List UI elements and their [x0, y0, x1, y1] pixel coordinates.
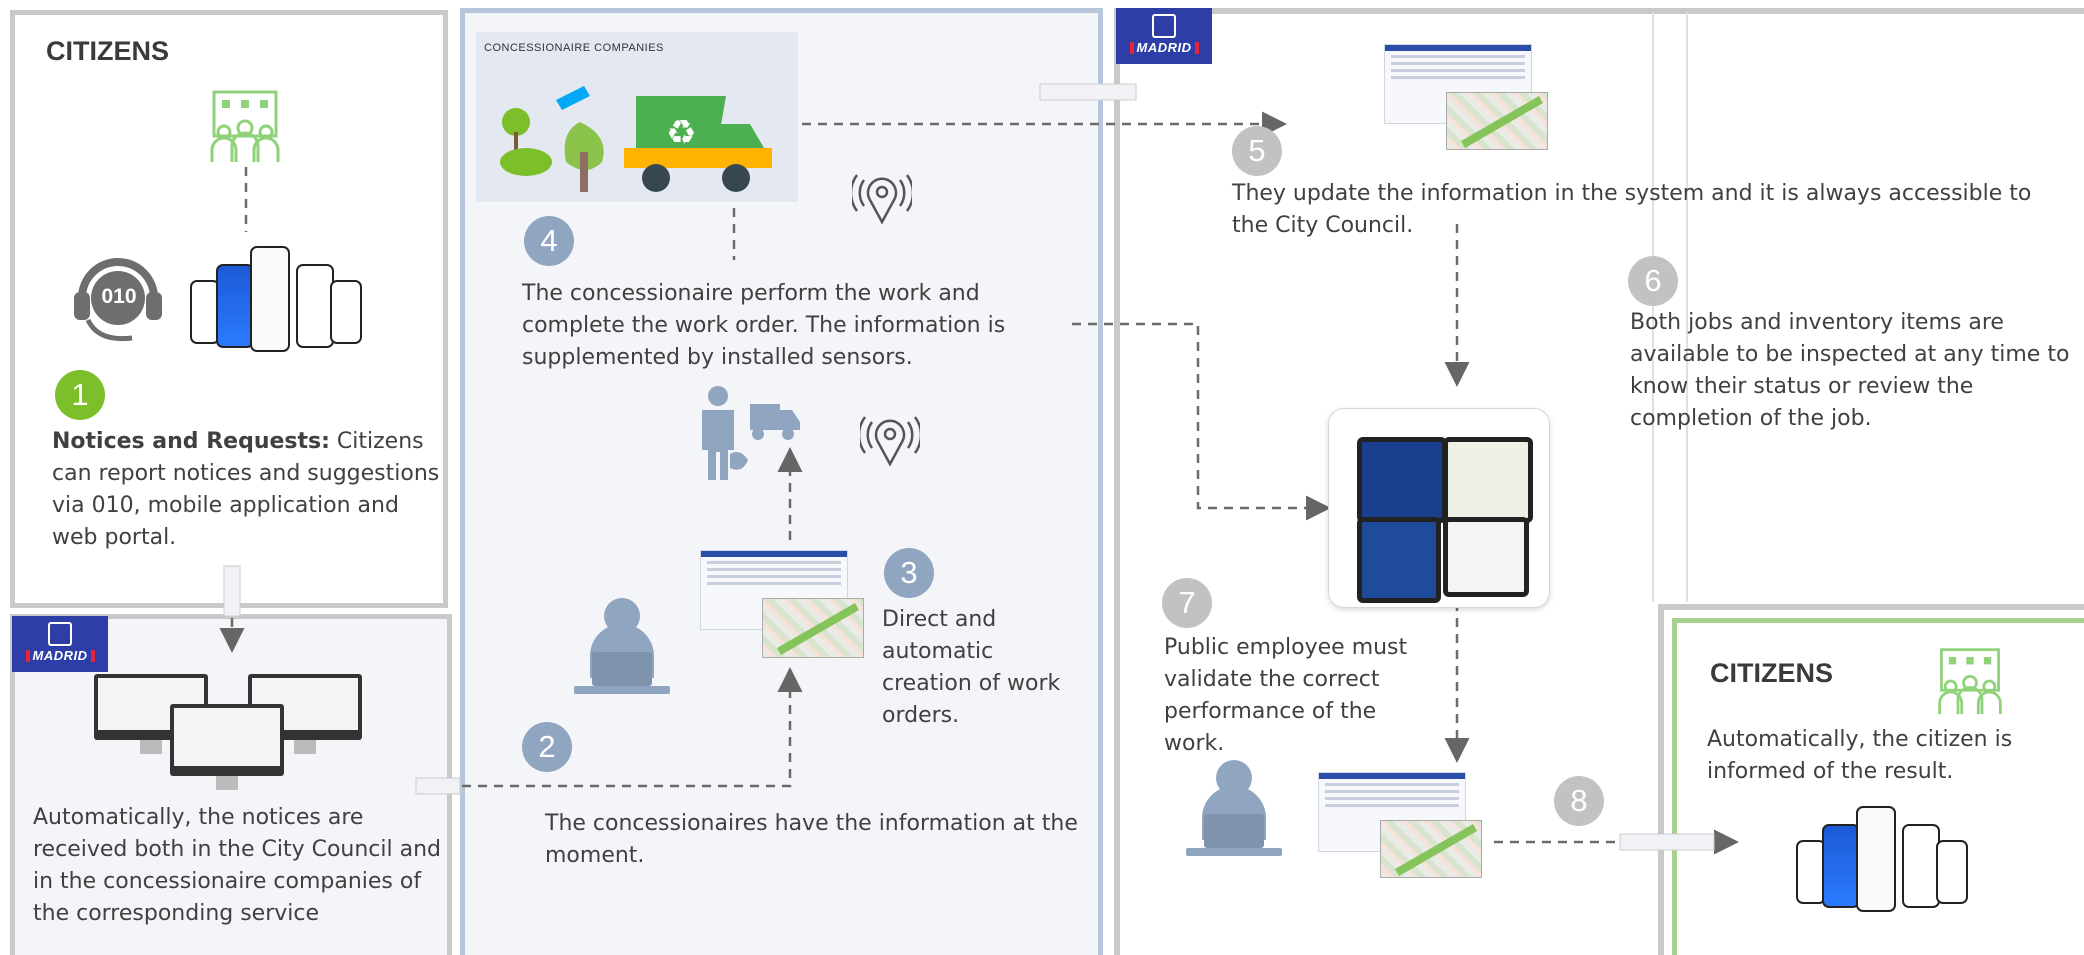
step-1-text-bold: Notices and Requests:	[52, 429, 330, 454]
citizens-result-title: CITIZENS	[1710, 658, 1834, 688]
sensor-icon	[860, 416, 920, 467]
step-6-badge: 6	[1628, 256, 1678, 306]
step4-to-tablets-arrow	[1072, 322, 1331, 521]
headset-icon	[74, 258, 162, 342]
citizens-result-outer	[1658, 604, 2084, 955]
employee-computer-icon	[1186, 760, 1282, 856]
svg-text:♻: ♻	[666, 113, 696, 153]
step-2-text: The concessionaires have the information…	[545, 811, 1078, 868]
step-3-badge: 3	[884, 548, 934, 598]
smartphones-icon	[1796, 806, 1972, 912]
monitors-to-step3-arrow	[430, 667, 803, 788]
community-icon	[210, 90, 280, 162]
step-4-text: The concessionaire perform the work and …	[522, 281, 1006, 370]
system-screenshot-icon	[700, 550, 864, 658]
step-1-badge: 1	[55, 370, 105, 420]
step-7-badge: 7	[1162, 578, 1212, 628]
step-1-text: Notices and Requests: Citizens can repor…	[52, 426, 442, 554]
madrid-system-panel	[1114, 8, 2084, 955]
madrid-logo: MADRID	[1116, 8, 1212, 64]
reception-text: Automatically, the notices are received …	[33, 805, 442, 926]
step-5-badge: 5	[1232, 126, 1282, 176]
sensor-icon	[852, 174, 912, 225]
system-screenshot-icon	[1318, 772, 1482, 878]
madrid-system-divider	[1652, 12, 1688, 602]
madrid-logo: MADRID	[12, 616, 108, 672]
step-3-text: Direct and automatic creation of work or…	[882, 607, 1061, 728]
employee-computer-icon	[574, 598, 670, 694]
citizens-result-panel	[1672, 618, 2084, 955]
step-8-badge: 8	[1554, 776, 1604, 826]
concessionaire-banner-title: CONCESSIONAIRE COMPANIES	[484, 42, 664, 54]
step-5-text: They update the information in the syste…	[1232, 181, 2032, 238]
headset-label: 010	[101, 285, 137, 308]
community-icon	[1938, 648, 2002, 715]
step-2-badge: 2	[522, 722, 572, 772]
smartphones-icon	[190, 246, 366, 352]
concessionaire-banner: CONCESSIONAIRE COMPANIES ♻	[476, 32, 798, 202]
step-6-text: Both jobs and inventory items are availa…	[1630, 310, 2070, 431]
tablets-icon	[1328, 408, 1550, 608]
worker-icon	[702, 386, 800, 480]
citizens-title: CITIZENS	[46, 36, 170, 66]
monitors-icon	[94, 674, 366, 790]
system-screenshot-icon	[1384, 44, 1548, 150]
citizens-result-text: Automatically, the citizen is informed o…	[1707, 727, 2013, 784]
step-7-text: Public employee must validate the correc…	[1164, 635, 1408, 756]
step-4-badge: 4	[524, 216, 574, 266]
step-1-text-body: Citizens can report notices and suggesti…	[52, 429, 440, 550]
garbage-truck-icon: ♻	[500, 86, 772, 192]
